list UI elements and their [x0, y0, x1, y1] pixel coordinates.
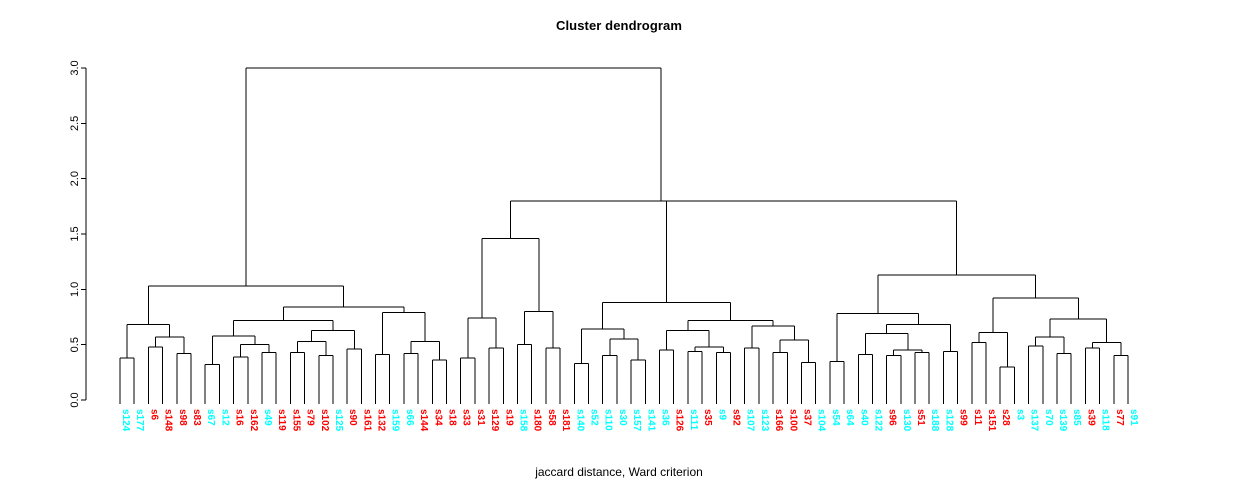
leaf-label: s161 — [361, 409, 372, 432]
leaf-label: s96 — [887, 409, 898, 426]
leaf-label: s118 — [1100, 409, 1111, 431]
leaf-label: s155 — [290, 409, 301, 432]
leaf-label: s9 — [716, 409, 727, 421]
leaf-label: s137 — [1029, 409, 1040, 432]
leaf-label: s159 — [390, 409, 401, 432]
leaf-label: s31 — [475, 409, 486, 426]
leaf-label: s123 — [759, 409, 770, 432]
leaf-label: s99 — [958, 409, 969, 426]
leaf-label: s30 — [617, 409, 628, 426]
leaf-label: s12 — [219, 409, 230, 426]
y-axis-tick-label: 1.5 — [69, 226, 81, 241]
leaf-label: s151 — [986, 409, 997, 432]
leaf-label: s141 — [645, 409, 656, 432]
leaf-label: s16 — [234, 409, 245, 426]
y-axis-tick-label: 1.0 — [69, 282, 81, 297]
leaf-label: s90 — [347, 409, 358, 426]
leaf-label: s158 — [518, 409, 529, 432]
leaf-label: s166 — [773, 409, 784, 432]
leaf-label: s130 — [901, 409, 912, 432]
leaf-label: s64 — [844, 409, 855, 426]
leaf-label: s122 — [872, 409, 883, 432]
leaf-label: s144 — [418, 409, 429, 432]
leaf-label: s28 — [1000, 409, 1011, 426]
leaf-label: s104 — [816, 409, 827, 432]
leaf-label: s92 — [730, 409, 741, 426]
leaf-label: s58 — [546, 409, 557, 426]
leaf-label: s188 — [929, 409, 940, 432]
leaf-label: s140 — [574, 409, 585, 432]
y-axis: 0.0 0.5 1.0 1.5 2.0 2.5 3.0 — [69, 60, 87, 408]
y-axis-tick-label: 3.0 — [69, 60, 81, 75]
leaf-label: s102 — [319, 409, 330, 432]
leaf-label: s100 — [787, 409, 798, 432]
y-axis-ticks: 0.0 0.5 1.0 1.5 2.0 2.5 3.0 — [69, 60, 86, 408]
leaf-label: s85 — [1071, 409, 1082, 426]
leaf-label: s39 — [1085, 409, 1096, 426]
y-axis-tick-label: 2.0 — [69, 171, 81, 186]
leaf-label: s91 — [1128, 409, 1139, 426]
leaf-label: s111 — [688, 409, 699, 431]
leaf-label: s18 — [447, 409, 458, 426]
leaf-label: s124 — [120, 409, 131, 432]
leaf-label: s52 — [589, 409, 600, 426]
leaf-label: s110 — [603, 409, 614, 431]
leaf-label: s79 — [305, 409, 316, 426]
leaf-label: s37 — [801, 409, 812, 426]
leaf-label: s11 — [972, 409, 983, 426]
leaf-label: s35 — [702, 409, 713, 426]
y-axis-tick-label: 0.5 — [69, 337, 81, 352]
leaf-label: s83 — [191, 409, 202, 426]
leaf-label: s67 — [205, 409, 216, 426]
leaf-label: s119 — [276, 409, 287, 431]
leaf-label: s19 — [503, 409, 514, 426]
leaf-label: s49 — [262, 409, 273, 426]
leaf-label: s107 — [745, 409, 756, 432]
leaf-label: s36 — [659, 409, 670, 426]
leaf-label: s6 — [148, 409, 159, 421]
leaf-label: s98 — [177, 409, 188, 426]
y-axis-tick-label: 2.5 — [69, 116, 81, 131]
leaf-label: s3 — [1014, 409, 1025, 421]
leaf-label: s77 — [1114, 409, 1125, 426]
leaf-label: s148 — [163, 409, 174, 432]
leaf-label: s129 — [489, 409, 500, 432]
leaf-label: s34 — [432, 409, 443, 426]
leaf-label: s139 — [1057, 409, 1068, 432]
leaf-label: s125 — [333, 409, 344, 432]
leaf-label: s180 — [532, 409, 543, 432]
page-title: Cluster dendrogram — [555, 18, 683, 33]
leaf-label: s40 — [858, 409, 869, 426]
leaf-label: s126 — [674, 409, 685, 432]
x-axis-label: jaccard distance, Ward criterion — [535, 465, 703, 479]
dendrogram-branches — [119, 67, 1129, 400]
leaf-label: s54 — [830, 409, 841, 426]
leaf-label: s66 — [404, 409, 415, 426]
leaf-label: s181 — [560, 409, 571, 432]
leaf-label: s51 — [915, 409, 926, 426]
y-axis-tick-label: 0.0 — [69, 392, 81, 407]
leaf-label: s128 — [943, 409, 954, 432]
leaf-label: s132 — [376, 409, 387, 432]
leaf-label: s162 — [248, 409, 259, 432]
leaf-label: s177 — [134, 409, 145, 432]
leaf-label: s70 — [1043, 409, 1054, 426]
leaf-label: s33 — [461, 409, 472, 426]
leaf-label: s157 — [631, 409, 642, 432]
